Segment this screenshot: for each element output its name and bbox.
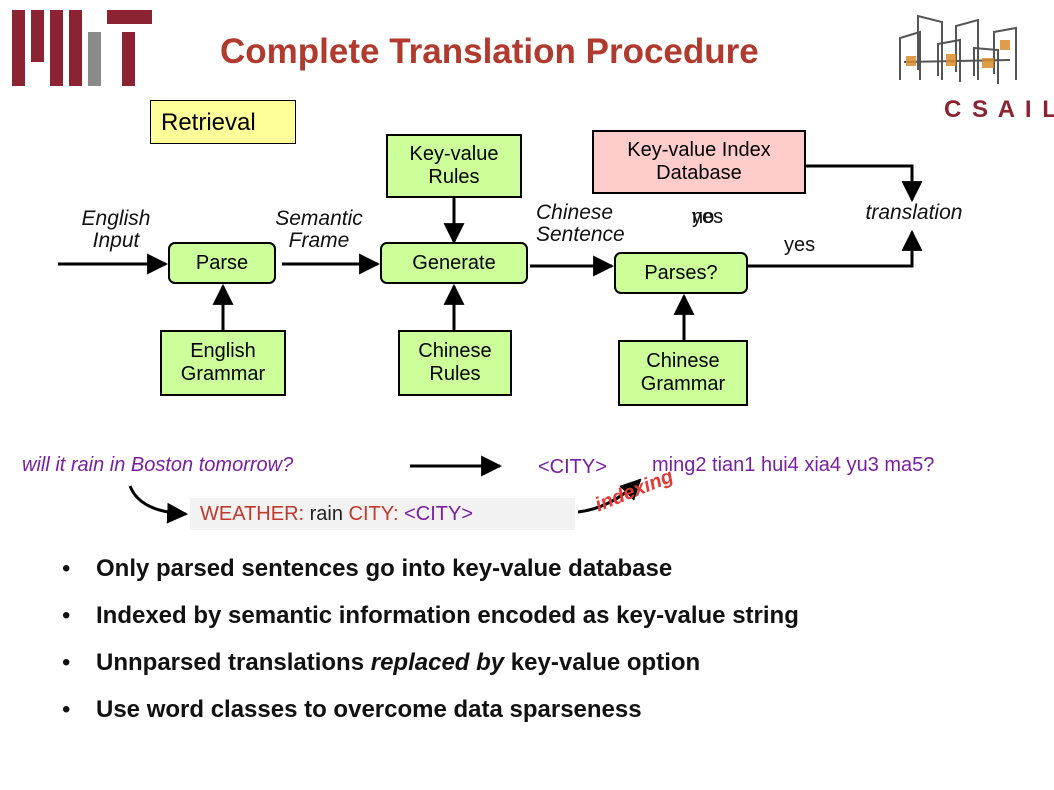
- example-keyvalue-string: WEATHER: rain CITY: <CITY>: [190, 498, 575, 530]
- mit-logo-icon: [12, 10, 152, 86]
- kv-key-weather: WEATHER:: [200, 503, 305, 525]
- example-chinese: ming2 tian1 hui4 xia4 yu3 ma5?: [652, 454, 935, 476]
- example-city-token: <CITY>: [538, 456, 607, 478]
- chinese-rules-box: Chinese Rules: [398, 330, 512, 396]
- bullet-list: •Only parsed sentences go into key-value…: [62, 552, 799, 740]
- parses-check-box: Parses?: [614, 252, 748, 294]
- kv-value-rain: rain: [304, 503, 349, 525]
- label-translation: translation: [865, 201, 963, 224]
- keyvalue-rules-box: Key-value Rules: [386, 134, 522, 198]
- bullet-item: •Indexed by semantic information encoded…: [62, 602, 799, 629]
- arrow-db-translation: [806, 164, 923, 203]
- generate-box: Generate: [380, 242, 528, 284]
- csail-logo-icon: [899, 14, 1017, 84]
- arrow-yes-translation: [748, 229, 923, 268]
- label-english-input: English Input: [81, 207, 151, 252]
- label-yes: yes: [784, 234, 816, 256]
- kv-key-city: CITY:: [348, 503, 399, 525]
- kv-value-city: <CITY>: [398, 503, 474, 525]
- bullet-item: •Use word classes to overcome data spars…: [62, 696, 642, 723]
- parse-box: Parse: [168, 242, 276, 284]
- label-semantic-frame: Semantic Frame: [275, 207, 363, 252]
- stage-label-retrieval: Retrieval: [150, 100, 296, 144]
- arrow-example-to-kv: [128, 485, 189, 524]
- bullet-item: •Only parsed sentences go into key-value…: [62, 555, 673, 582]
- slide-title: Complete Translation Procedure: [220, 32, 759, 71]
- label-yes-overlap: yes: [692, 206, 724, 228]
- bullet-item: •Unnparsed translations replaced by key-…: [62, 649, 701, 676]
- arrow-kv-to-chinese: [577, 478, 642, 514]
- csail-logo-text: C S A I L: [944, 96, 1054, 123]
- chinese-grammar-box: Chinese Grammar: [618, 340, 748, 406]
- label-no: no: [692, 206, 715, 228]
- keyvalue-index-db-box: Key-value Index Database: [592, 130, 806, 194]
- example-english: will it rain in Boston tomorrow?: [22, 454, 294, 476]
- english-grammar-box: English Grammar: [160, 330, 286, 396]
- label-chinese-sentence: Chinese Sentence: [536, 201, 625, 246]
